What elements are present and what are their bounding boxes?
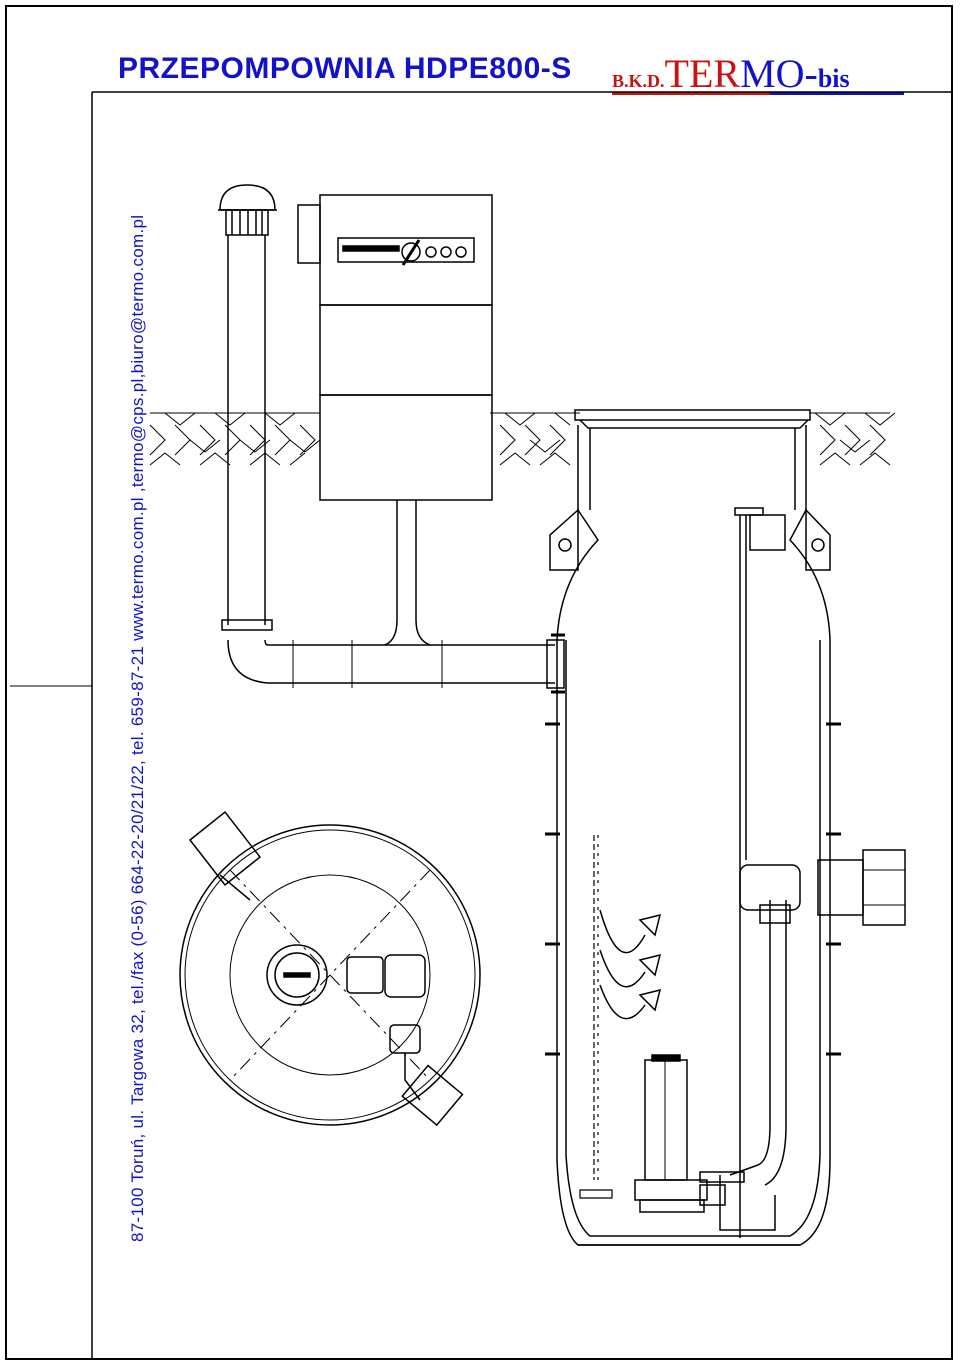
logo-prefix: B.K.D. <box>612 71 665 91</box>
lifting-chain <box>579 835 613 1199</box>
company-logo: B.K.D.TERMO-bis <box>612 50 850 97</box>
plan-view <box>179 810 481 1127</box>
logo-part-red: TER <box>664 51 741 96</box>
logo-underline <box>612 92 904 95</box>
float-switches <box>599 909 662 1020</box>
page-title: PRZEPOMPOWNIA HDPE800-S <box>118 52 572 85</box>
vent-pipe <box>218 184 555 684</box>
logo-part-blue: MO- <box>740 51 818 96</box>
control-cabinet <box>292 194 565 689</box>
well-chamber <box>545 409 906 1246</box>
ground-hatching <box>149 412 896 466</box>
submersible-pump <box>634 1054 726 1213</box>
logo-suffix: bis <box>817 64 850 93</box>
drawing-frame <box>5 5 953 1360</box>
internal-piping <box>699 507 801 1238</box>
logo-underline-blue <box>770 92 904 95</box>
